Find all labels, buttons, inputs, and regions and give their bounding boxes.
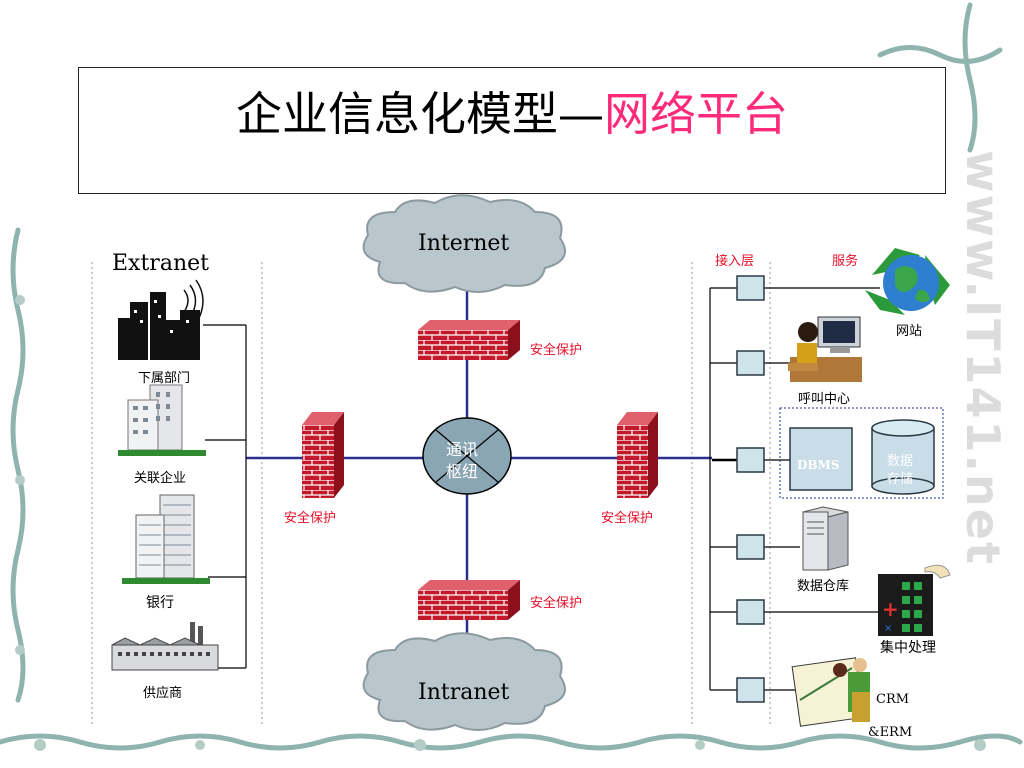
calculator-icon: + × [878, 564, 951, 636]
data-warehouse-label: 数据仓库 [797, 579, 850, 594]
firewall-top [418, 320, 520, 360]
bank-label: 银行 [146, 595, 174, 611]
access-bracket [709, 287, 880, 691]
title-main: 企业信息化模型— [236, 87, 604, 141]
supplier-factory-icon [111, 622, 219, 671]
page-title: 企业信息化模型—网络平台 [78, 78, 946, 144]
storage-label-line1: 数据 [887, 454, 914, 469]
dbms-box [789, 427, 853, 491]
access-port-1 [736, 275, 765, 301]
title-highlight: 网络平台 [604, 87, 788, 141]
internet-label: Internet [418, 231, 510, 256]
subsidiary-icon [118, 279, 204, 360]
title-box [78, 67, 946, 194]
extranet-bracket [203, 324, 247, 669]
data-warehouse-server-icon [802, 506, 849, 571]
firewall-left [302, 412, 344, 498]
crm-label: CRM [876, 692, 910, 707]
access-port-4 [736, 534, 765, 560]
subsidiary-label: 下属部门 [138, 371, 191, 386]
dbms-label: DBMS [797, 458, 840, 472]
intranet-cloud [362, 632, 566, 731]
communication-hub [422, 417, 512, 495]
crm-illustration-icon [791, 657, 870, 727]
central-processing-label: 集中处理 [880, 640, 936, 656]
access-layer-label: 接入层 [715, 254, 755, 269]
svg-text:×: × [884, 623, 892, 634]
hub-label-line1: 通讯 [446, 440, 479, 459]
access-port-5 [736, 599, 765, 625]
storage-label-line2: 存储 [887, 472, 914, 487]
firewall-bottom [418, 580, 520, 620]
call-center-label: 呼叫中心 [798, 392, 851, 407]
access-port-2 [736, 350, 765, 376]
service-label: 服务 [832, 254, 859, 269]
firewall-top-label: 安全保护 [530, 343, 583, 358]
firewall-right-label: 安全保护 [601, 511, 654, 526]
dbms-storage-group [779, 407, 944, 499]
extranet-label: Extranet [112, 251, 209, 276]
bank-building-icon [122, 494, 210, 584]
storage-cylinder [871, 419, 935, 495]
firewall-right [617, 412, 658, 498]
firewall-bottom-label: 安全保护 [530, 596, 583, 611]
affiliate-building-icon [118, 384, 206, 456]
firewall-left-label: 安全保护 [284, 511, 337, 526]
access-port-3 [736, 447, 765, 473]
affiliate-label: 关联企业 [134, 471, 187, 486]
call-center-icon [788, 316, 862, 382]
intranet-label: Intranet [418, 680, 510, 705]
access-port-6 [736, 677, 765, 703]
website-label: 网站 [896, 324, 923, 339]
internet-cloud [362, 194, 566, 293]
watermark-text: www.IT141.net [956, 150, 1010, 566]
recycle-globe-icon [865, 248, 950, 315]
supplier-label: 供应商 [143, 686, 183, 701]
erm-label: &ERM [868, 725, 913, 740]
hub-label-line2: 枢纽 [446, 462, 479, 481]
svg-text:+: + [882, 597, 899, 621]
